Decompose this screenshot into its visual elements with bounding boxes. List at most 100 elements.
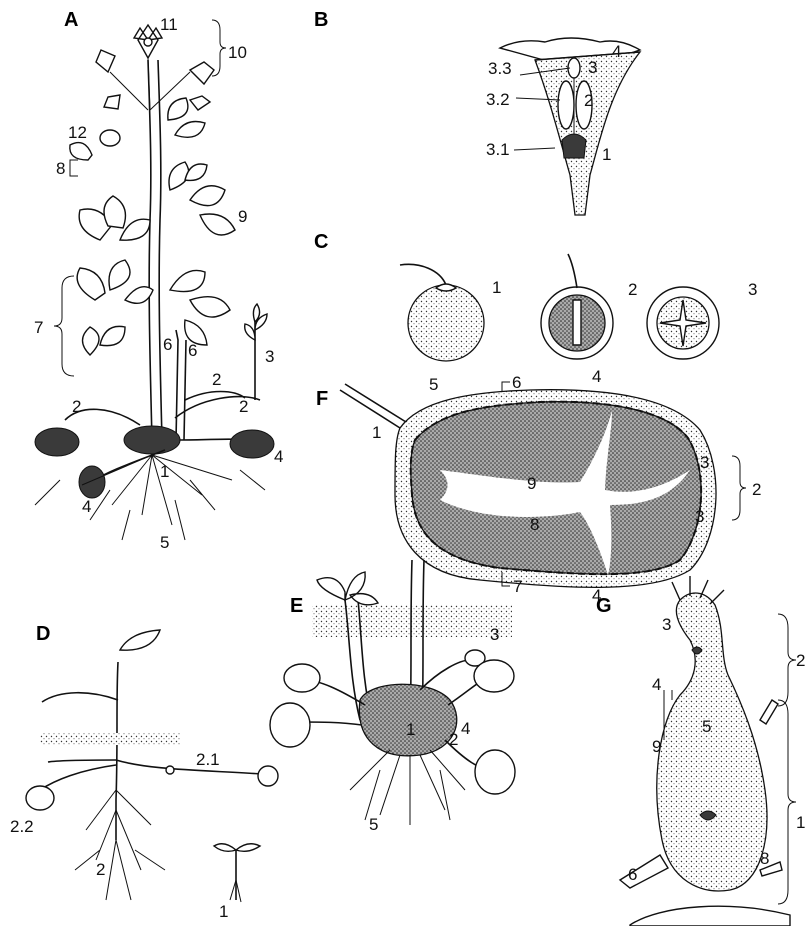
panel-a-whole-plant: A	[34, 9, 283, 552]
label-e-2: 2	[449, 730, 458, 749]
secondary-stem-outline	[184, 340, 186, 440]
label-a-11: 11	[160, 15, 178, 34]
label-b-1: 1	[602, 145, 611, 164]
tuber-2-2	[26, 786, 54, 810]
panel-d-seedling: D 1 2 2.1 2.2	[10, 623, 278, 921]
label-f-7: 7	[513, 577, 522, 596]
label-a-4-left: 4	[82, 497, 91, 516]
sprout-leaves-e	[317, 572, 378, 605]
bracket-10	[212, 20, 226, 76]
tuber-right	[230, 430, 274, 458]
label-f-1: 1	[372, 423, 381, 442]
stolon-2-2	[40, 765, 116, 790]
label-e-5: 5	[369, 815, 378, 834]
secondary-stem	[176, 330, 178, 440]
label-a-9: 9	[238, 207, 247, 226]
cotyledons	[214, 844, 260, 852]
soil-line	[40, 733, 180, 745]
e-stolon-3	[420, 660, 470, 690]
label-e-4: 4	[461, 719, 470, 738]
label-a-4-right: 4	[274, 447, 283, 466]
label-f-9: 9	[527, 474, 536, 493]
panel-a-title: A	[64, 9, 78, 31]
label-b-3-3: 3.3	[488, 59, 512, 78]
anther-left	[558, 81, 574, 129]
panel-g-sprouted-tuber: G 1 2 3 4 5 6 8 9	[596, 576, 805, 926]
label-g-1: 1	[796, 813, 805, 832]
g-tuber-with-sprout	[657, 593, 767, 891]
tuber-2-1	[258, 766, 278, 786]
label-a-2-right: 2	[239, 397, 248, 416]
g-lateral-sprout-upper	[760, 700, 778, 724]
seed-tuber	[124, 426, 180, 454]
panel-f-title: F	[316, 388, 328, 410]
ovary	[562, 134, 586, 158]
panel-c-title: C	[314, 231, 328, 253]
label-b-2: 2	[584, 91, 593, 110]
panel-f-tuber-section: F 1 2 3 3 4 4 5 6 7 8 9	[316, 367, 761, 605]
panel-e-title: E	[290, 595, 303, 617]
label-g-4: 4	[652, 675, 661, 694]
whole-berry	[408, 285, 484, 361]
label-f-8: 8	[530, 515, 539, 534]
label-e-1: 1	[406, 720, 415, 739]
e-roots	[350, 750, 465, 825]
berry-stalk	[400, 264, 446, 285]
label-a-6-left: 6	[163, 335, 172, 354]
sprout-leaves	[245, 304, 267, 340]
bracket-8	[70, 160, 78, 176]
panel-e-sprouted-tuber: E 1 2 3 4 5	[270, 560, 515, 834]
g-ground	[630, 906, 790, 926]
seedling-side-branch	[42, 693, 118, 702]
label-g-8: 8	[760, 849, 769, 868]
e-tuber-left-upper	[284, 664, 320, 692]
stolon-2-1	[116, 760, 262, 774]
e-tuber-right	[475, 750, 515, 794]
label-a-12: 12	[68, 123, 87, 142]
label-a-5: 5	[160, 533, 169, 552]
main-stem-outline	[158, 60, 162, 440]
label-a-3: 3	[265, 347, 274, 366]
label-a-2-upper: 2	[212, 370, 221, 389]
e-soil-surface	[312, 605, 512, 637]
panel-d-title: D	[36, 623, 50, 645]
fibrous-roots	[35, 455, 265, 540]
stolon-attachment	[340, 390, 400, 428]
label-g-3: 3	[662, 615, 671, 634]
label-b-4: 4	[612, 42, 621, 61]
label-a-7: 7	[34, 318, 43, 337]
panel-b-title: B	[314, 9, 328, 31]
label-g-6: 6	[628, 865, 637, 884]
e-tuber-right-upper	[474, 660, 514, 692]
panel-g-title: G	[596, 595, 612, 617]
taproot-system	[75, 790, 165, 900]
main-stem	[148, 60, 152, 440]
label-c-3: 3	[748, 280, 757, 299]
label-b-3: 3	[588, 58, 597, 77]
label-a-1: 1	[160, 462, 169, 481]
seedling-top-leaf	[120, 630, 160, 650]
label-f-3-upper: 3	[700, 453, 709, 472]
label-f-3-lower: 3	[695, 507, 704, 526]
label-g-5: 5	[702, 717, 711, 736]
label-b-3-1: 3.1	[486, 140, 510, 159]
berry-section-stalk	[568, 254, 577, 288]
label-d-2: 2	[96, 860, 105, 879]
panel-c-fruit: C 1 2 3	[314, 231, 757, 361]
label-f-4-top: 4	[592, 367, 601, 386]
panel-b-flower-section: B 1 2 3 4 3.1 3.2 3.3	[314, 9, 640, 215]
label-g-9: 9	[652, 737, 661, 756]
tuber-initial	[166, 766, 174, 774]
label-a-6-right: 6	[188, 341, 197, 360]
bracket-g-1	[778, 700, 796, 904]
bracket-g-2	[778, 614, 796, 706]
label-d-2-2: 2.2	[10, 817, 34, 836]
bracket-7	[54, 276, 74, 376]
label-f-6: 6	[512, 373, 521, 392]
stolon-upper-d	[48, 760, 116, 762]
label-b-3-2: 3.2	[486, 90, 510, 109]
label-c-1: 1	[492, 278, 501, 297]
label-a-8: 8	[56, 159, 65, 178]
tuber-small	[79, 466, 105, 498]
